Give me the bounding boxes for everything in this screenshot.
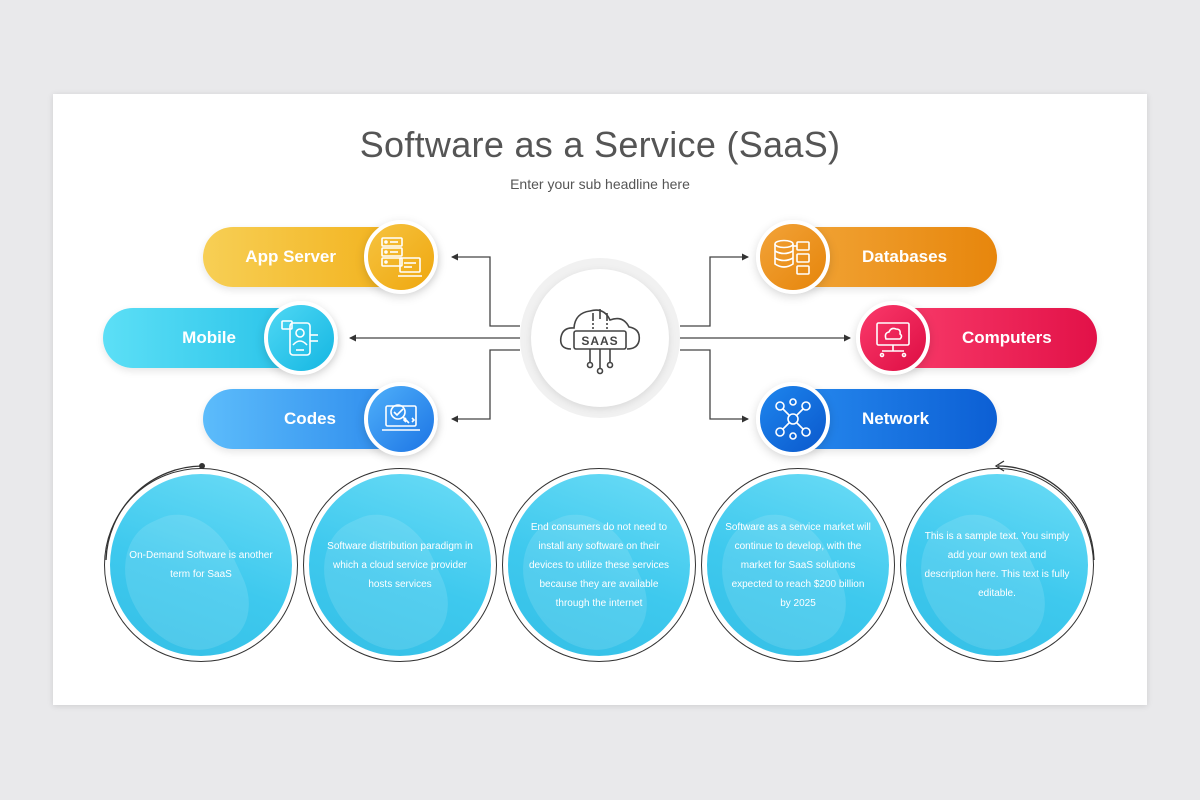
arrow-to-network [680,349,749,423]
databases-label: Databases [862,247,948,266]
bubble-1-text: On-Demand Software is another term for S… [129,550,273,580]
bubble-ring-5 [900,468,1094,662]
bubble-3-text: End consumers do not need to install any… [528,521,670,609]
bubble-ring-4 [701,468,895,662]
code-laptop-icon [364,382,438,456]
bubble-4-text: Software as a service market will contin… [725,521,871,609]
arrow-to-codes [451,349,520,423]
computers-label: Computers [962,328,1052,347]
arrow-to-app-server [451,253,520,327]
mobile-label: Mobile [182,328,236,347]
computer-cloud-icon [856,301,930,375]
network-icon [756,382,830,456]
bubble-5-text: This is a sample text. You simply add yo… [924,531,1070,599]
saas-hub: SAAS [520,258,680,418]
slide-title: Software as a Service (SaaS) [359,124,841,165]
right-arc-line [997,465,1095,561]
bubble-ring-3 [502,468,696,662]
server-icon [364,220,438,294]
saas-hub-label: SAAS [581,334,618,348]
arrow-to-databases [680,253,749,327]
app-server-label: App Server [245,247,336,266]
info-bubble-4: Software as a service market will contin… [707,474,889,656]
slide-subtitle: Enter your sub headline here [510,176,690,192]
bubble-2-text: Software distribution paradigm in which … [327,540,473,590]
bubble-ring-1 [104,468,298,662]
info-bubble-1: On-Demand Software is another term for S… [110,474,292,656]
codes-label: Codes [284,409,336,428]
database-icon [756,220,830,294]
mobile-user-icon [264,301,338,375]
saas-hub-inner: SAAS [531,269,669,407]
info-bubble-5: This is a sample text. You simply add yo… [906,474,1088,656]
info-bubble-3: End consumers do not need to install any… [508,474,690,656]
bubble-ring-2 [303,468,497,662]
network-label: Network [862,409,930,428]
left-arc-dot [199,463,205,469]
info-bubble-2: Software distribution paradigm in which … [309,474,491,656]
cloud-saas-icon: SAAS [559,309,641,375]
